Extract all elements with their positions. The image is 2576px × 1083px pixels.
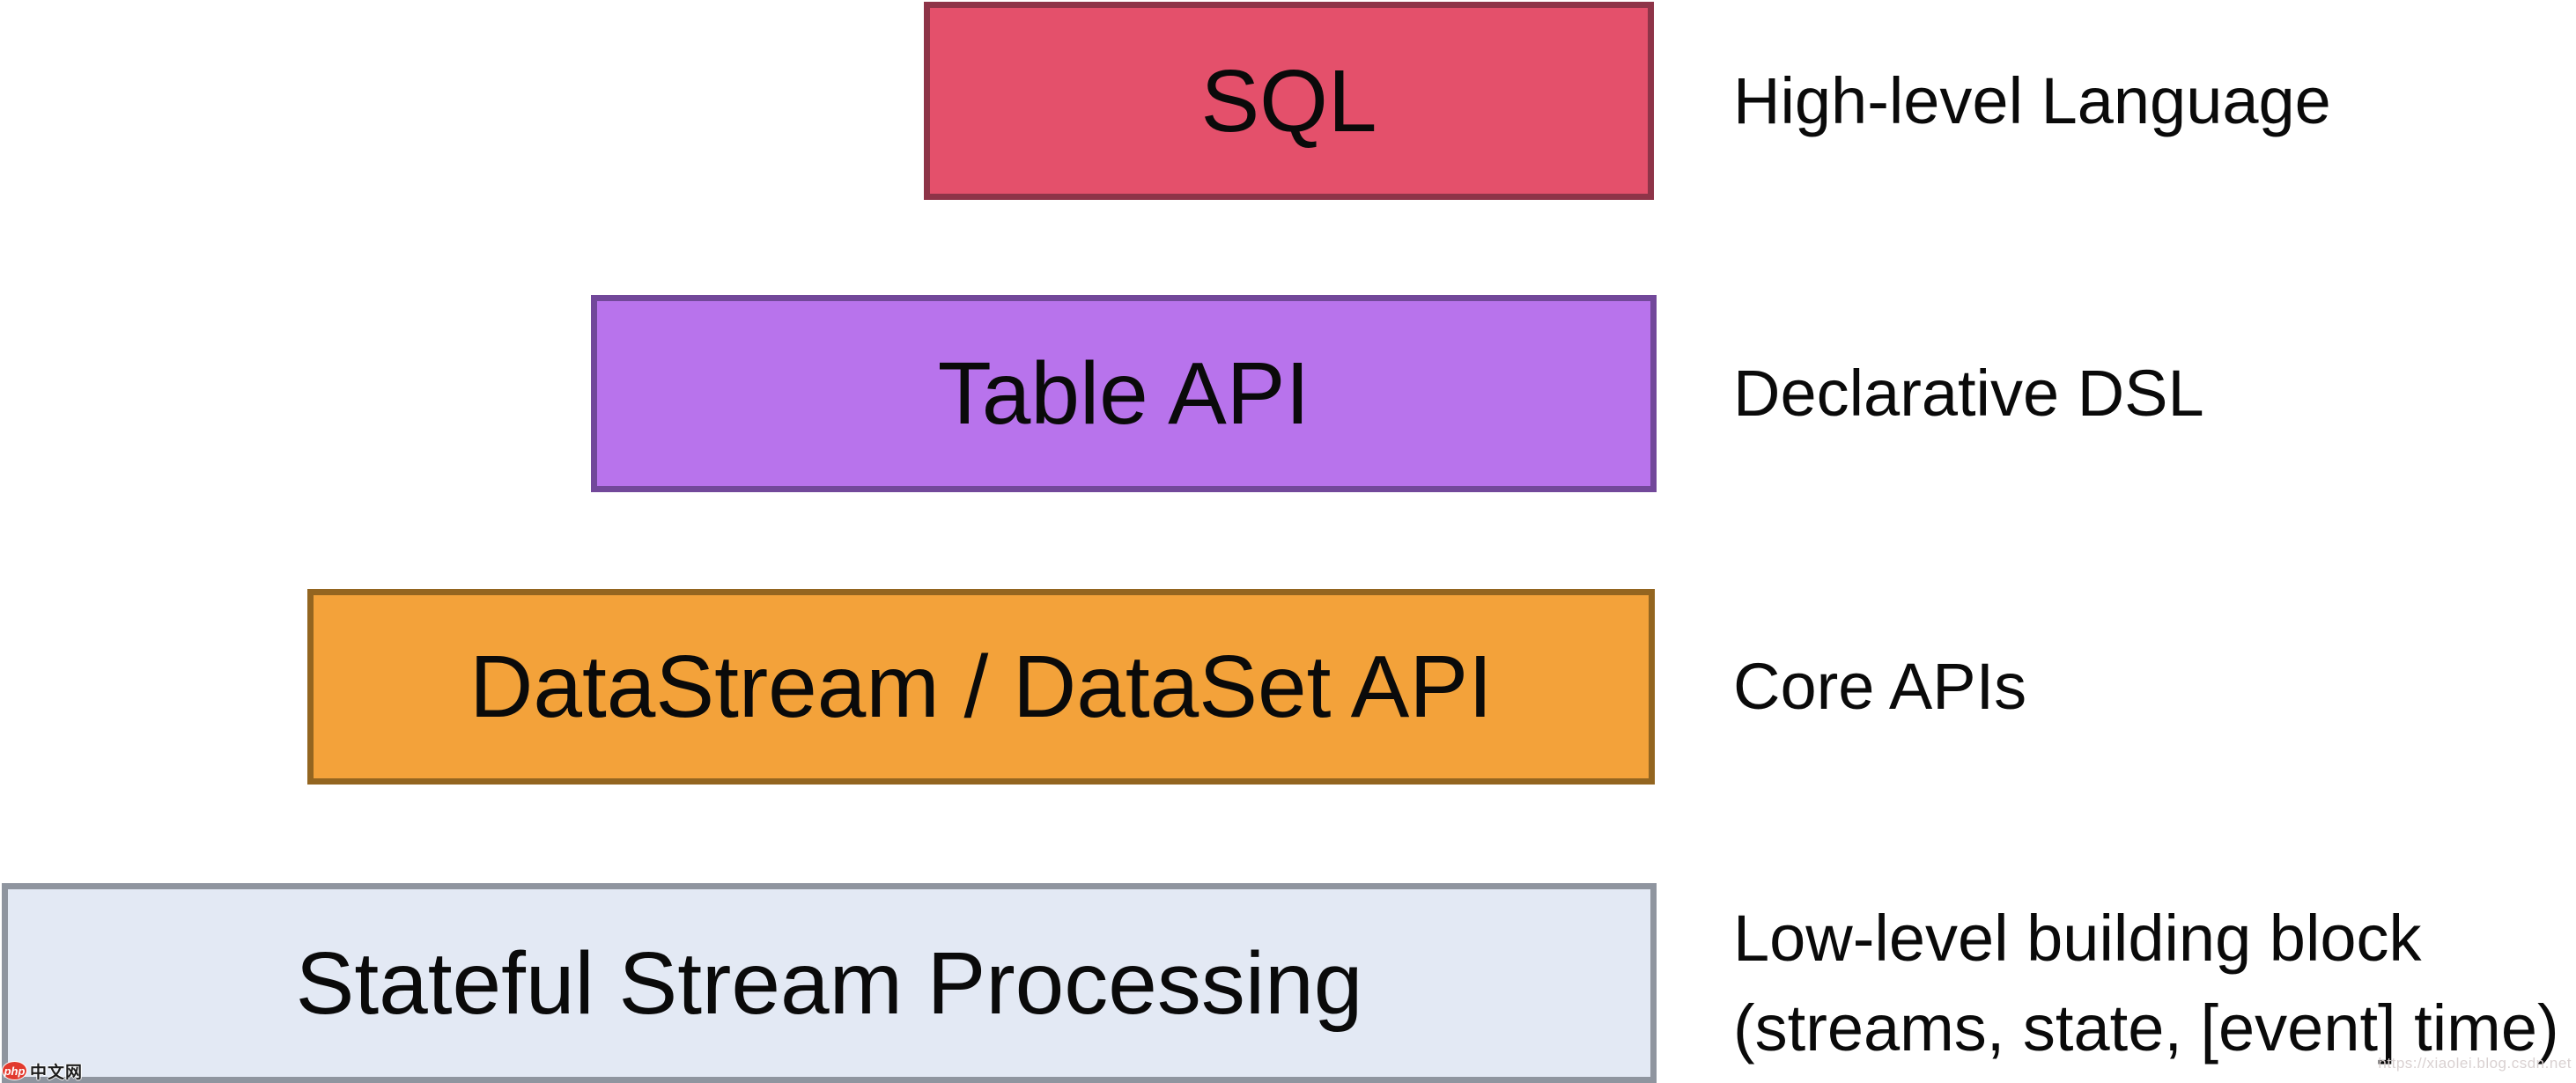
php-logo-icon: php xyxy=(2,1061,27,1080)
layer-annotation-sql: High-level Language xyxy=(1733,2,2331,200)
layer-label-stateful-stream-processing: Stateful Stream Processing xyxy=(295,933,1363,1033)
site-watermark: php 中文网 xyxy=(2,1060,84,1082)
layer-label-table-api: Table API xyxy=(937,344,1310,443)
layer-label-datastream-dataset-api: DataStream / DataSet API xyxy=(469,637,1493,736)
layer-box-datastream-dataset-api: DataStream / DataSet API xyxy=(307,589,1655,785)
annotation-text-sql: High-level Language xyxy=(1733,63,2331,137)
annotation-text-table-api: Declarative DSL xyxy=(1733,357,2204,431)
layer-annotation-core-apis: Core APIs xyxy=(1733,589,2026,785)
layer-box-stateful-stream-processing: Stateful Stream Processing xyxy=(2,883,1657,1083)
annotation-text-low-level-line2: (streams, state, [event] time) xyxy=(1733,991,2559,1065)
layer-box-table-api: Table API xyxy=(591,295,1657,492)
site-watermark-text: 中文网 xyxy=(30,1063,84,1082)
layer-annotation-low-level: Low-level building block (streams, state… xyxy=(1733,883,2559,1083)
layer-annotation-table-api: Declarative DSL xyxy=(1733,295,2204,492)
layer-box-sql: SQL xyxy=(924,2,1654,200)
annotation-text-low-level-line1: Low-level building block xyxy=(1733,902,2422,976)
annotation-text-core-apis: Core APIs xyxy=(1733,650,2027,724)
source-url-watermark: https://xiaolei.blog.csdn.net xyxy=(2378,1055,2572,1072)
layer-label-sql: SQL xyxy=(1200,51,1377,151)
